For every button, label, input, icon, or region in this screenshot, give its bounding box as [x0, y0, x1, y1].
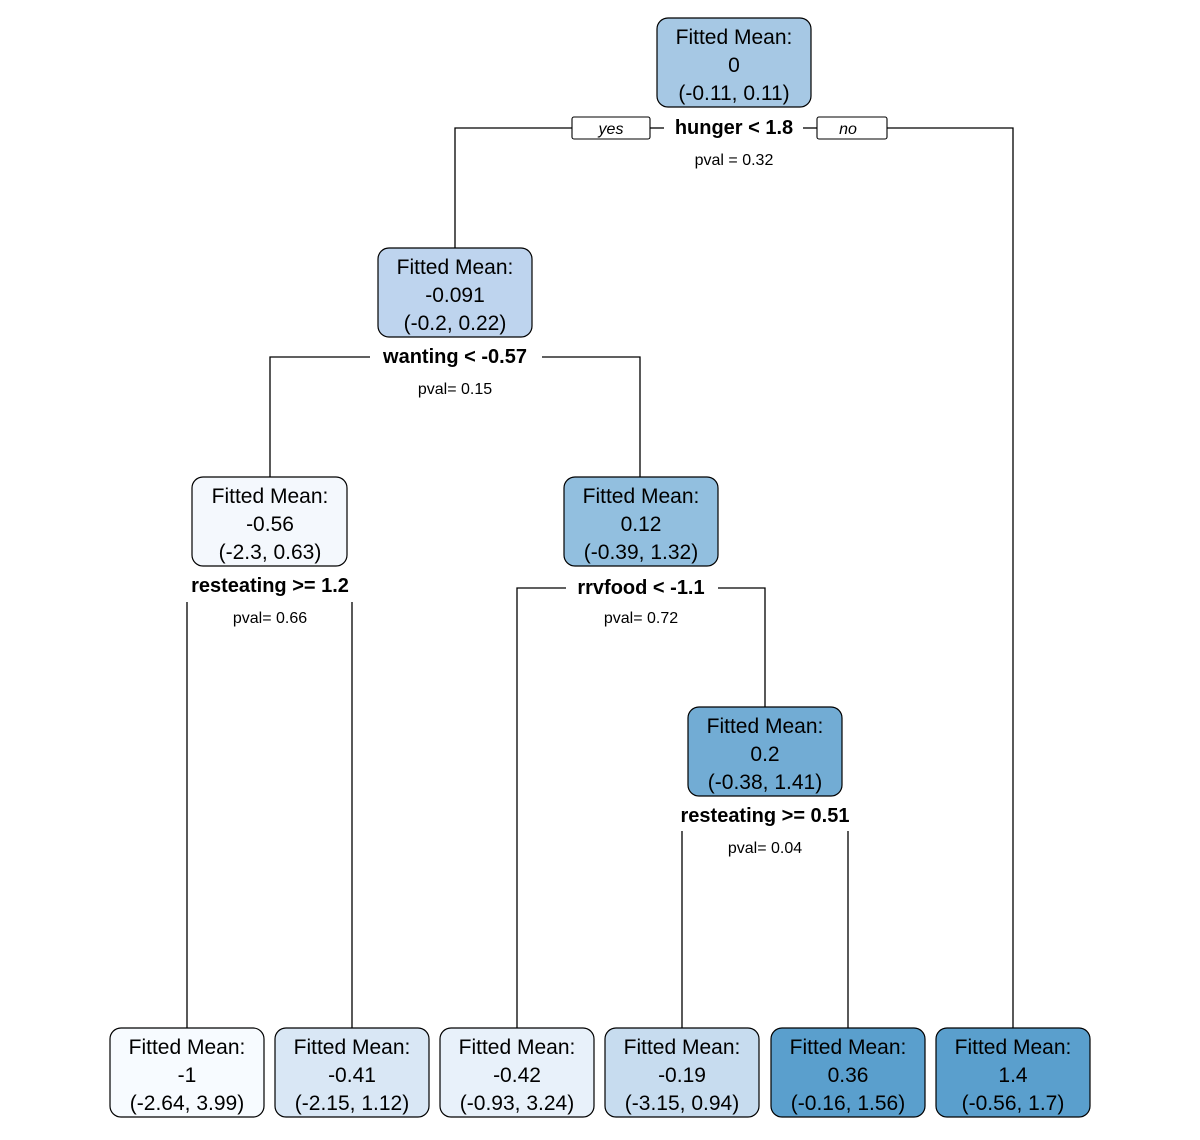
split-pval-hunger: pval = 0.32 [695, 152, 774, 169]
tree-edges [186, 127, 1014, 1028]
edge-root-right [887, 127, 1014, 1028]
split-rule-wanting: wanting < -0.57 [382, 346, 527, 368]
node-ci: (-0.56, 1.7) [962, 1092, 1065, 1115]
node-mean: -0.42 [493, 1064, 541, 1087]
node-title: Fitted Mean: [676, 26, 793, 49]
no-branch-box: no [816, 116, 888, 140]
node-resteating-2: Fitted Mean: 0.2 (-0.38, 1.41) [687, 706, 843, 797]
node-mean: -0.19 [658, 1064, 706, 1087]
split-rule-hunger: hunger < 1.8 [675, 117, 793, 139]
node-mean: -0.41 [328, 1064, 376, 1087]
leaf-1: Fitted Mean: -1 (-2.64, 3.99) [109, 1027, 265, 1118]
node-title: Fitted Mean: [790, 1036, 907, 1059]
edge-root-left [454, 127, 572, 248]
split-pval-resteating-2: pval= 0.04 [728, 840, 802, 857]
leaf-4: Fitted Mean: -0.19 (-3.15, 0.94) [604, 1027, 760, 1118]
yes-branch-box: yes [571, 116, 651, 140]
split-pval-wanting: pval= 0.15 [418, 381, 492, 398]
edge-wanting-right [542, 356, 641, 477]
split-rule-rrvfood: rrvfood < -1.1 [577, 577, 704, 599]
node-box [191, 476, 348, 567]
node-box [770, 1027, 926, 1118]
leaf-2: Fitted Mean: -0.41 (-2.15, 1.12) [274, 1027, 430, 1118]
node-title: Fitted Mean: [707, 715, 824, 738]
node-mean: 1.4 [998, 1064, 1028, 1087]
node-title: Fitted Mean: [212, 485, 329, 508]
node-box [687, 706, 843, 797]
node-rrvfood: Fitted Mean: 0.12 (-0.39, 1.32) [563, 476, 719, 567]
leaf-6: Fitted Mean: 1.4 (-0.56, 1.7) [935, 1027, 1091, 1118]
node-mean: 0.12 [621, 513, 662, 536]
node-box [935, 1027, 1091, 1118]
node-wanting: Fitted Mean: -0.091 (-0.2, 0.22) [377, 247, 533, 338]
node-box [563, 476, 719, 567]
node-mean: 0.36 [828, 1064, 869, 1087]
node-title: Fitted Mean: [129, 1036, 246, 1059]
node-ci: (-0.16, 1.56) [791, 1092, 905, 1115]
node-box [656, 17, 812, 108]
split-pval-rrvfood: pval= 0.72 [604, 610, 678, 627]
node-ci: (-2.3, 0.63) [219, 541, 322, 564]
node-ci: (-2.64, 3.99) [130, 1092, 244, 1115]
yes-label: yes [598, 121, 624, 138]
node-box [604, 1027, 760, 1118]
node-title: Fitted Mean: [583, 485, 700, 508]
node-resteating-1: Fitted Mean: -0.56 (-2.3, 0.63) [191, 476, 348, 567]
node-box [377, 247, 533, 338]
node-box [439, 1027, 595, 1118]
node-ci: (-2.15, 1.12) [295, 1092, 409, 1115]
node-mean: -0.56 [246, 513, 294, 536]
node-ci: (-0.11, 0.11) [678, 82, 789, 105]
node-root: Fitted Mean: 0 (-0.11, 0.11) [656, 17, 812, 108]
node-title: Fitted Mean: [294, 1036, 411, 1059]
node-box [274, 1027, 430, 1118]
node-ci: (-0.2, 0.22) [404, 312, 507, 335]
edge-wanting-left [269, 356, 370, 477]
node-title: Fitted Mean: [624, 1036, 741, 1059]
node-mean: -1 [178, 1064, 197, 1087]
leaf-5: Fitted Mean: 0.36 (-0.16, 1.56) [770, 1027, 926, 1118]
split-pval-resteating-1: pval= 0.66 [233, 610, 307, 627]
node-title: Fitted Mean: [955, 1036, 1072, 1059]
leaf-3: Fitted Mean: -0.42 (-0.93, 3.24) [439, 1027, 595, 1118]
edge-rrvfood-right [718, 587, 766, 707]
edge-rrvfood-left [516, 587, 566, 1028]
node-ci: (-0.39, 1.32) [584, 541, 698, 564]
node-ci: (-0.38, 1.41) [708, 771, 822, 794]
node-ci: (-0.93, 3.24) [460, 1092, 574, 1115]
no-label: no [839, 121, 857, 138]
node-mean: 0 [728, 54, 740, 77]
node-title: Fitted Mean: [459, 1036, 576, 1059]
split-rule-resteating-1: resteating >= 1.2 [191, 575, 349, 597]
node-title: Fitted Mean: [397, 256, 514, 279]
node-box [109, 1027, 265, 1118]
node-mean: 0.2 [750, 743, 779, 766]
node-ci: (-3.15, 0.94) [625, 1092, 739, 1115]
node-mean: -0.091 [425, 284, 485, 307]
split-rule-resteating-2: resteating >= 0.51 [681, 805, 850, 827]
split-labels: hunger < 1.8 pval = 0.32 wanting < -0.57… [191, 117, 849, 857]
